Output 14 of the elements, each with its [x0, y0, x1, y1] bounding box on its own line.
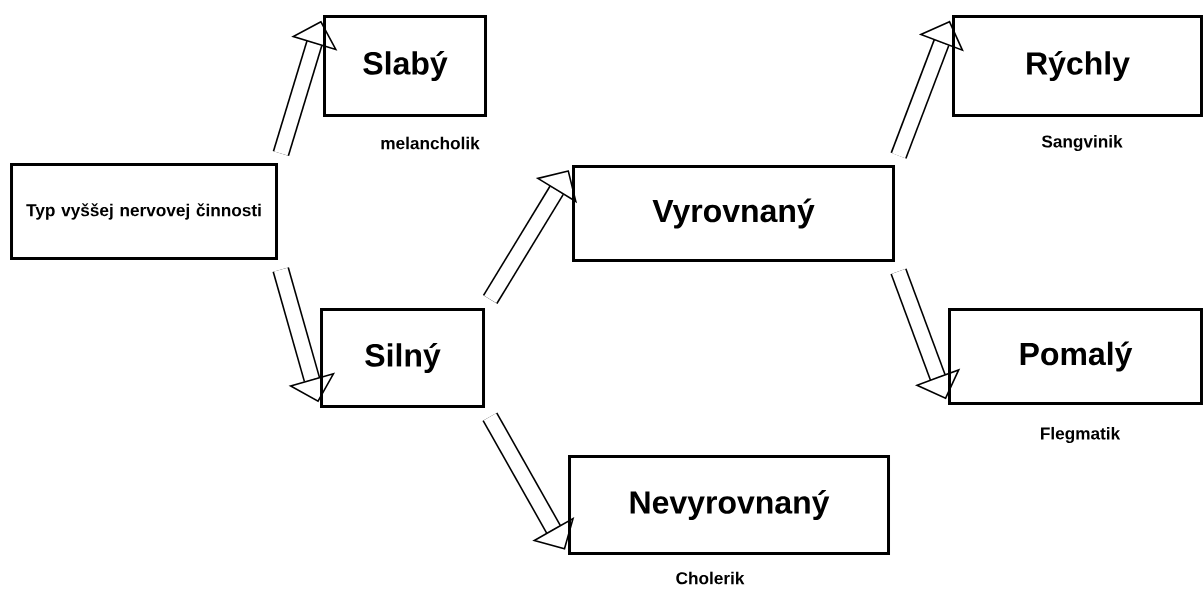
category-box: Silný [320, 308, 485, 408]
block-arrow [482, 412, 575, 550]
caption-label: Sangvinik [1041, 134, 1123, 152]
category-box: Slabý [323, 15, 487, 117]
category-box: Pomalý [948, 308, 1203, 405]
caption-label: melancholik [381, 136, 480, 150]
category-box: Typ vyššej nervovej činnosti [10, 163, 278, 260]
category-box: Nevyrovnaný [568, 455, 890, 555]
category-box: Rýchly [952, 15, 1203, 117]
block-arrow [890, 268, 961, 400]
category-box: Vyrovnaný [572, 165, 895, 262]
block-arrow [890, 20, 964, 159]
caption-label: Flegmatik [1041, 426, 1121, 444]
caption-label: Cholerik [676, 571, 745, 585]
